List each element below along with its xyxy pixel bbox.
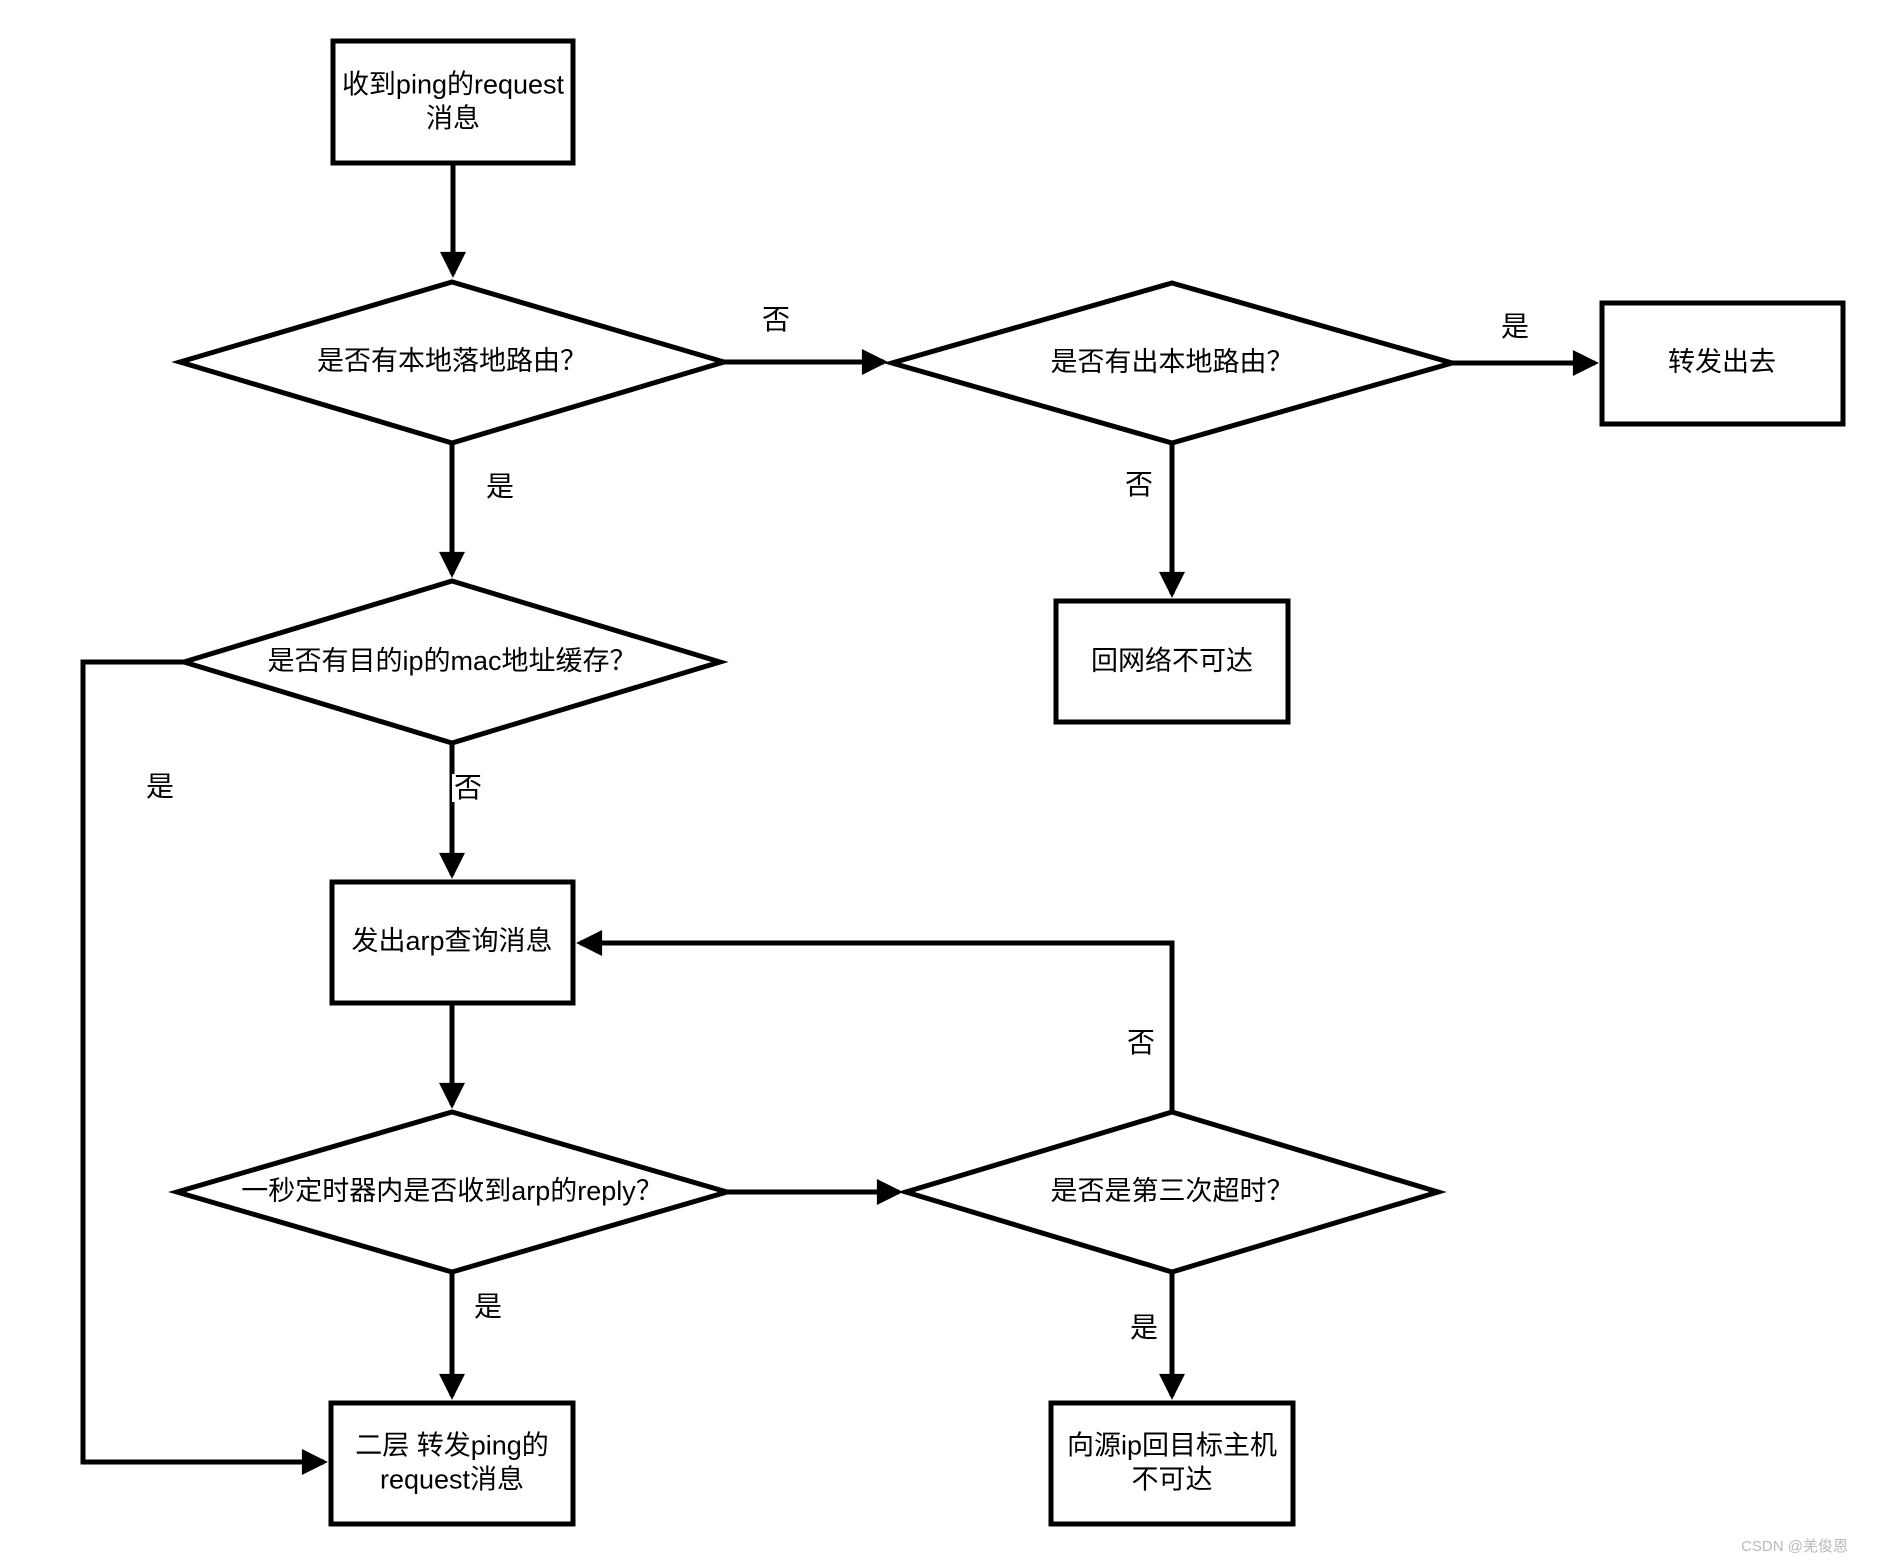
process-boxes <box>328 38 1846 1527</box>
decision-out-route-shape <box>882 280 1462 446</box>
forward-out-box-shape <box>1599 300 1846 427</box>
decision-mac-cache-shape <box>175 578 729 746</box>
edge-label-timeout-yes: 是 <box>1127 1312 1161 1343</box>
send-arp-box-shape <box>329 879 576 1006</box>
l2-forward-box-shape <box>328 1400 576 1527</box>
forward-out-box: 转发出去 <box>1668 347 1776 378</box>
connector-lines <box>80 163 1599 1475</box>
decision-out-route: 是否有出本地路由？ <box>1050 347 1294 378</box>
decision-arp-reply-shape <box>168 1109 736 1275</box>
decision-third-timeout: 是否是第三次超时？ <box>1050 1176 1294 1207</box>
edge-label-mac-cache-yes: 是 <box>143 771 177 802</box>
decision-mac-cache: 是否有目的ip的mac地址缓存？ <box>267 646 637 677</box>
decision-local-route-shape <box>171 279 733 446</box>
edge-label-out-route-yes: 是 <box>1498 311 1532 342</box>
network-unreachable-box: 回网络不可达 <box>1091 646 1253 677</box>
edge-mac-cache-yes <box>80 659 328 1475</box>
network-unreachable-box-shape <box>1053 598 1291 725</box>
start-box-shape <box>330 38 576 166</box>
decision-local-route: 是否有本地落地路由？ <box>317 346 587 377</box>
start-box: 收到ping的request消息 <box>341 69 565 133</box>
edge-label-mac-cache-no: 否 <box>451 772 485 803</box>
edge-label-local-route-yes: 是 <box>483 471 517 502</box>
edge-label-local-route-no: 否 <box>759 304 793 335</box>
edge-label-out-route-no: 否 <box>1122 469 1156 500</box>
edge-label-timeout-no: 否 <box>1124 1027 1158 1058</box>
l2-forward-box: 二层 转发ping的request消息 <box>355 1430 549 1494</box>
send-arp-box: 发出arp查询消息 <box>351 926 553 957</box>
host-unreachable-box: 向源ip回目标主机不可达 <box>1066 1430 1277 1494</box>
decision-third-timeout-shape <box>897 1109 1447 1275</box>
host-unreachable-box-shape <box>1048 1400 1296 1527</box>
edge-label-timer-yes: 是 <box>471 1291 505 1322</box>
edge-timeout-no-loop <box>576 930 1175 1112</box>
decision-diamonds <box>168 279 1462 1275</box>
watermark: CSDN @羌俊恩 <box>1741 1538 1848 1555</box>
decision-arp-reply: 一秒定时器内是否收到arp的reply？ <box>241 1176 663 1207</box>
